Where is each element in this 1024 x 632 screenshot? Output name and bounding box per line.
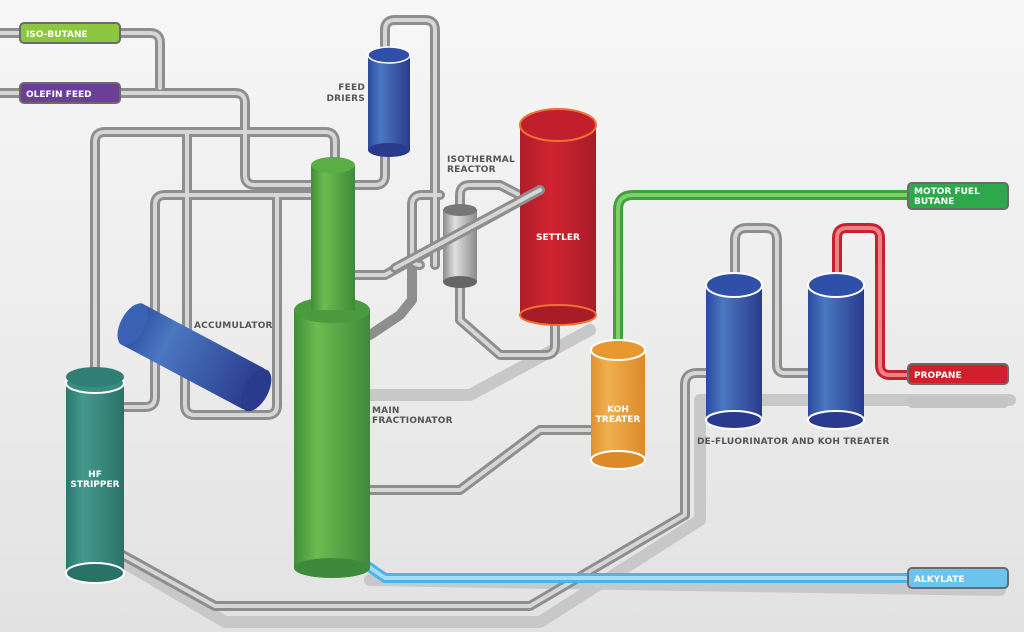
svg-text:BUTANE: BUTANE — [914, 197, 954, 207]
feed-driers-vessel[interactable] — [367, 46, 411, 157]
tag-shadow — [908, 396, 1008, 408]
isothermal-reactor-label-1: ISOTHERMAL — [447, 155, 515, 165]
main-fractionator-label-2: FRACTIONATOR — [372, 416, 453, 426]
defluorinator-label: DE-FLUORINATOR AND KOH TREATER — [697, 437, 890, 447]
tag-olefin-feed[interactable]: OLEFIN FEED — [19, 82, 121, 104]
main-fractionator-vessel[interactable] — [294, 157, 370, 578]
process-pipes-gray — [0, 15, 815, 611]
hf-stripper-vessel[interactable] — [65, 367, 125, 584]
svg-text:ALKYLATE: ALKYLATE — [914, 575, 964, 585]
koh-treater-label-1: KOH — [607, 405, 629, 415]
accumulator-vessel[interactable] — [111, 299, 277, 417]
pipe-propane — [832, 223, 915, 380]
defluorinator-vessel-2[interactable] — [807, 272, 865, 430]
isothermal-reactor-vessel[interactable] — [443, 204, 477, 288]
hf-stripper-label-2: STRIPPER — [70, 480, 119, 490]
svg-text:MOTOR FUEL: MOTOR FUEL — [914, 187, 980, 197]
tag-motor-fuel-butane[interactable]: MOTOR FUEL BUTANE — [907, 182, 1009, 210]
feed-driers-label-2: DRIERS — [326, 94, 365, 104]
svg-text:OLEFIN FEED: OLEFIN FEED — [26, 90, 92, 100]
tag-propane[interactable]: PROPANE — [907, 363, 1009, 385]
isothermal-reactor-label-2: REACTOR — [447, 165, 496, 175]
svg-text:ISO-BUTANE: ISO-BUTANE — [26, 30, 88, 40]
settler-label: SETTLER — [536, 233, 580, 243]
pipe-motor-fuel-butane — [613, 190, 915, 350]
tag-alkylate[interactable]: ALKYLATE — [907, 567, 1009, 589]
koh-treater-label-2: TREATER — [596, 415, 641, 425]
feed-driers-label-1: FEED — [338, 83, 365, 93]
svg-text:PROPANE: PROPANE — [914, 371, 962, 381]
hf-stripper-label-1: HF — [88, 470, 102, 480]
tag-iso-butane[interactable]: ISO-BUTANE — [19, 22, 121, 44]
settler-vessel[interactable] — [519, 108, 597, 326]
defluorinator-vessel-1[interactable] — [705, 272, 763, 430]
main-fractionator-label-1: MAIN — [372, 406, 400, 416]
accumulator-label: ACCUMULATOR — [194, 321, 273, 331]
koh-treater-vessel[interactable] — [590, 339, 646, 470]
